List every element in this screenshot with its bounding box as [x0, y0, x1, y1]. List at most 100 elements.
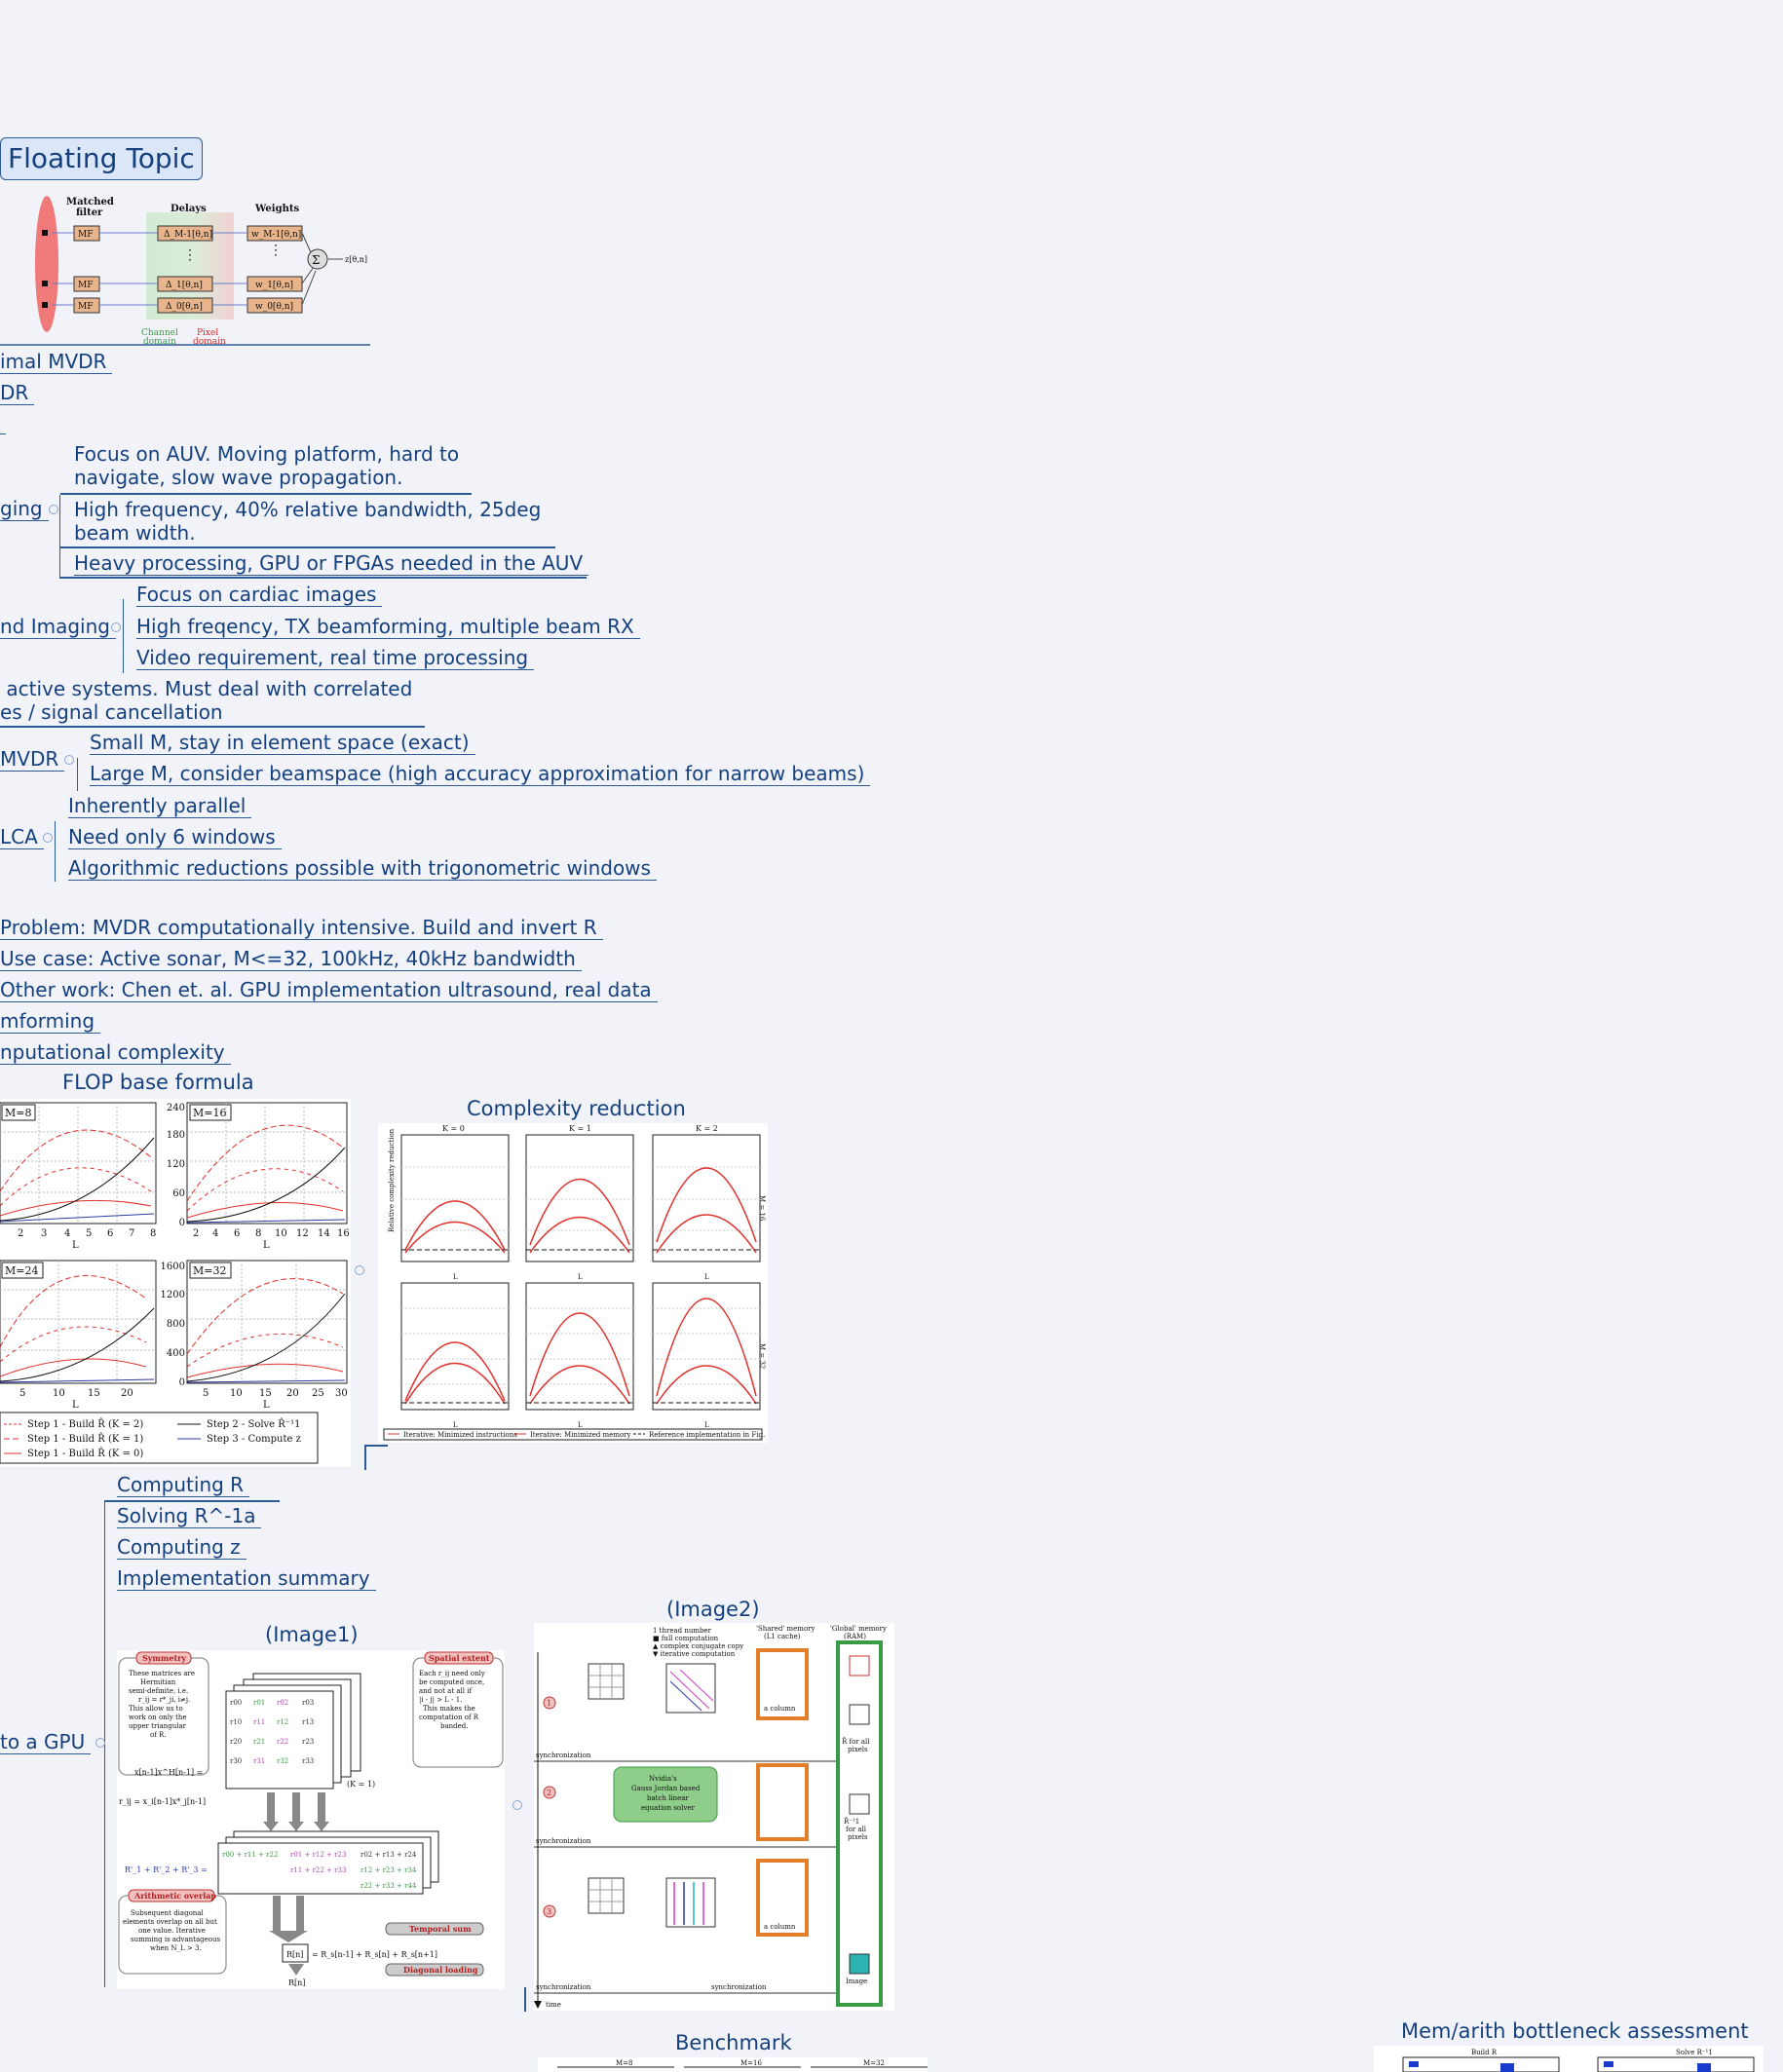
- svg-text:0: 0: [179, 1377, 185, 1388]
- node-active-systems[interactable]: active systems. Must deal with correlate…: [0, 677, 413, 724]
- svg-text:240: 240: [167, 1103, 185, 1113]
- equation: = R_s[n-1] + R_s[n] + R_s[n+1]: [312, 1950, 437, 1959]
- flop-base-formula-label[interactable]: FLOP base formula: [62, 1071, 254, 1094]
- node-six-windows[interactable]: Need only 6 windows: [68, 825, 282, 849]
- node-computing-z[interactable]: Computing z: [117, 1535, 247, 1560]
- svg-text:r12: r12: [277, 1718, 288, 1726]
- node-other-work[interactable]: Other work: Chen et. al. GPU implementat…: [0, 978, 658, 1002]
- svg-text:r30: r30: [230, 1757, 242, 1765]
- node-high-frequency[interactable]: High frequency, 40% relative bandwidth, …: [74, 498, 542, 545]
- rn-label: R[n]: [286, 1950, 303, 1959]
- svg-text:r10: r10: [230, 1718, 242, 1726]
- benchmark-label[interactable]: Benchmark: [675, 2031, 792, 2054]
- svg-text:Matched: Matched: [66, 197, 114, 207]
- node-cardiac[interactable]: Focus on cardiac images: [136, 583, 383, 607]
- svg-text:20: 20: [121, 1388, 133, 1399]
- node-to-a-gpu[interactable]: to a GPU: [0, 1730, 92, 1754]
- svg-text:7: 7: [129, 1228, 134, 1239]
- svg-text:Subsequent diagonal: Subsequent diagonal: [131, 1909, 204, 1917]
- collapse-toggle[interactable]: [111, 622, 121, 632]
- svg-text:L: L: [263, 1240, 270, 1251]
- node-computational-complexity[interactable]: nputational complexity: [0, 1040, 231, 1065]
- node-sonar-imaging[interactable]: ging: [0, 497, 49, 521]
- svg-text:equation solver: equation solver: [641, 1804, 695, 1812]
- node-small-m[interactable]: Small M, stay in element space (exact): [90, 731, 475, 755]
- diagonal-loading-label: Diagonal loading: [403, 1965, 478, 1975]
- image2-label[interactable]: (Image2): [666, 1598, 760, 1621]
- node-tx-beamforming[interactable]: High freqency, TX beamforming, multiple …: [136, 615, 640, 639]
- svg-text:be computed once,: be computed once,: [419, 1678, 484, 1686]
- legend-item: Step 2 - Solve R̂⁻¹1: [207, 1418, 300, 1430]
- svg-text:⋮: ⋮: [183, 247, 197, 263]
- delays-label: Delays: [171, 204, 207, 214]
- svg-text:3: 3: [547, 1907, 551, 1916]
- panel-label: M=24: [5, 1264, 38, 1277]
- symmetry-title: Symmetry: [142, 1653, 186, 1663]
- mem-arith-label[interactable]: Mem/arith bottleneck assessment: [1401, 2019, 1749, 2043]
- svg-text:synchronization: synchronization: [536, 1983, 591, 1991]
- node-computing-r[interactable]: Computing R: [117, 1473, 250, 1497]
- weights-label: Weights: [254, 204, 299, 214]
- connector-line: [524, 1987, 526, 2012]
- svg-text:for all: for all: [846, 1826, 867, 1833]
- svg-text:6: 6: [234, 1228, 240, 1239]
- svg-text:L: L: [578, 1421, 583, 1429]
- collapse-toggle[interactable]: [95, 1738, 105, 1748]
- svg-text:15: 15: [88, 1388, 100, 1399]
- node-mvdr[interactable]: MVDR: [0, 747, 65, 772]
- node-solving-r[interactable]: Solving R^-1a: [117, 1504, 262, 1528]
- svg-text:4: 4: [212, 1228, 218, 1239]
- collapse-toggle[interactable]: [43, 833, 53, 843]
- node-beamforming[interactable]: mforming: [0, 1009, 101, 1034]
- complexity-reduction-label[interactable]: Complexity reduction: [467, 1097, 686, 1120]
- svg-text:when N_L > 3.: when N_L > 3.: [150, 1944, 202, 1952]
- node-algorithmic-reductions[interactable]: Algorithmic reductions possible with tri…: [68, 856, 657, 881]
- svg-text:Image: Image: [846, 1978, 867, 1985]
- node-optimal-mvdr[interactable]: imal MVDR: [0, 350, 113, 374]
- svg-text:0: 0: [179, 1218, 185, 1228]
- image1-label[interactable]: (Image1): [265, 1623, 359, 1646]
- svg-text:summing is advantageous: summing is advantageous: [131, 1936, 221, 1943]
- svg-text:r11 + r22 + r33: r11 + r22 + r33: [290, 1866, 346, 1874]
- node-inherently-parallel[interactable]: Inherently parallel: [68, 794, 252, 818]
- svg-text:4: 4: [64, 1228, 70, 1239]
- svg-text:10: 10: [53, 1388, 65, 1399]
- svg-text:M=8: M=8: [616, 2059, 633, 2067]
- node-dr[interactable]: DR: [0, 381, 35, 405]
- node-large-m[interactable]: Large M, consider beamspace (high accura…: [90, 762, 871, 786]
- svg-text:1: 1: [547, 1699, 551, 1708]
- node-implementation-summary[interactable]: Implementation summary: [117, 1566, 376, 1591]
- node-ultrasound-imaging[interactable]: nd Imaging: [0, 615, 116, 639]
- collapse-toggle[interactable]: [512, 1800, 522, 1810]
- svg-text:r13: r13: [302, 1718, 314, 1726]
- svg-text:R[n]: R[n]: [288, 1978, 305, 1987]
- node-lca[interactable]: LCA: [0, 825, 44, 849]
- time-label: time: [546, 2001, 561, 2009]
- svg-text:▼ iterative computation: ▼ iterative computation: [653, 1650, 736, 1658]
- svg-text:upper triangular: upper triangular: [129, 1722, 187, 1730]
- svg-text:L: L: [72, 1400, 79, 1411]
- floating-topic[interactable]: Floating Topic: [0, 137, 203, 180]
- image2-gpu-pipeline: 'Shared' memory(L1 cache) 'Global' memor…: [534, 1623, 894, 2011]
- svg-text:synchronization: synchronization: [711, 1983, 767, 1991]
- svg-text:r03: r03: [302, 1699, 314, 1707]
- node-auv[interactable]: Focus on AUV. Moving platform, hard to n…: [74, 442, 460, 489]
- node-use-case[interactable]: Use case: Active sonar, M<=32, 100kHz, 4…: [0, 947, 582, 971]
- collapse-toggle[interactable]: [49, 505, 58, 514]
- svg-text:r33: r33: [302, 1757, 314, 1765]
- node-problem[interactable]: Problem: MVDR computationally intensive.…: [0, 916, 603, 940]
- svg-text:Build R: Build R: [1471, 2049, 1498, 2056]
- complexity-reduction-chart: K = 0 K = 1 K = 2: [378, 1123, 768, 1443]
- legend-item: Step 3 - Compute z: [207, 1434, 301, 1445]
- svg-text:a column: a column: [764, 1923, 796, 1931]
- node-video-requirement[interactable]: Video requirement, real time processing: [136, 646, 535, 670]
- collapse-toggle[interactable]: [64, 755, 74, 765]
- collapse-toggle[interactable]: [355, 1265, 364, 1275]
- node-heavy-processing[interactable]: Heavy processing, GPU or FPGAs needed in…: [74, 551, 589, 576]
- row-label: M = 16: [758, 1195, 766, 1222]
- svg-text:▲ complex conjugate copy: ▲ complex conjugate copy: [653, 1642, 743, 1650]
- node-blank[interactable]: [0, 414, 6, 434]
- y-axis-label: Relative complexity reduction: [388, 1128, 396, 1232]
